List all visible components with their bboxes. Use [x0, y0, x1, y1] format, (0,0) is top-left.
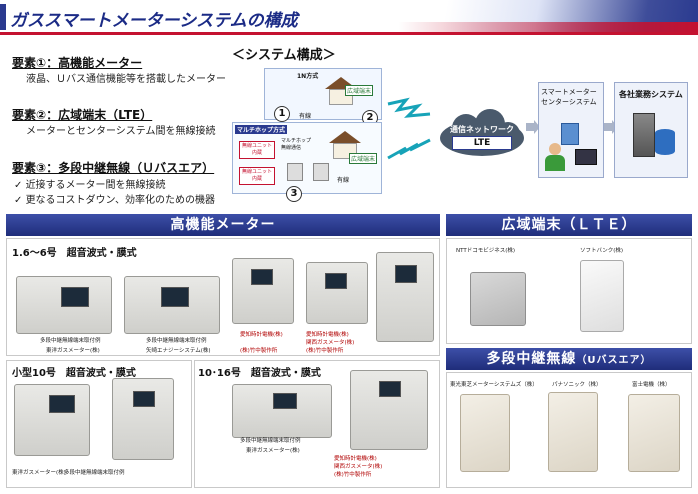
section-relay-header: 多段中継無線（Uバスエア） [446, 348, 692, 370]
relay-device-panasonic [548, 392, 598, 472]
caption-4c: (株)竹中製作所 [306, 348, 344, 354]
meter-yazaki-1 [124, 276, 220, 334]
server-icon [633, 113, 655, 157]
meter-10-16-1 [232, 384, 332, 438]
caption-3b: (株)竹中製作所 [240, 348, 278, 354]
caption-4b: 関西ガスメータ(株) [306, 340, 355, 346]
section-wide-header: 広域端末（ＬＴＥ） [446, 214, 692, 236]
element-2-description: メーターとセンターシステム間を無線接続 [26, 126, 216, 137]
caption-3a: 愛知時計電機(株) [240, 332, 283, 338]
relay-maker-1: 東光東芝メーターシステムズ（株） [450, 382, 538, 388]
lte-maker-2: ソフトバンク(株) [580, 248, 624, 254]
relay-device-toko [460, 394, 510, 472]
page-title: ガススマートメーターシステムの構成 [10, 11, 298, 31]
wired-label-1: 有線 [299, 113, 312, 120]
smart-meter-center-box: スマートメーター センターシステム [538, 82, 604, 178]
wired-label-2: 有線 [337, 177, 350, 184]
check-1-text: 近接するメーター間を無線接続 [25, 180, 166, 191]
caption-2b: 矢崎エナジーシステム(株) [146, 348, 211, 354]
meter-group-2-label: 小型10号 超音波式・膜式 [12, 368, 136, 379]
system-title: ＜システム構成＞ [232, 48, 336, 63]
relay-maker-3: 富士電機（株） [632, 382, 671, 388]
relay-maker-2: パナソニック（株） [552, 382, 602, 388]
title-underline [0, 32, 698, 35]
element-1-description: 液晶、Ｕバス通信機能等を搭載したメーター [26, 74, 226, 85]
title-bar: ガススマートメーターシステムの構成 [0, 0, 698, 34]
diagram-number-1: 1 [274, 106, 290, 122]
meter-group-1-label: 1.6～6号 超音波式・膜式 [12, 248, 137, 259]
relay-header-small: （Uバスエア） [576, 355, 652, 366]
house-icon-2 [329, 131, 361, 143]
meter-group-3-label: 10･16号 超音波式・膜式 [198, 368, 321, 379]
element-1-heading: 要素①：高機能メーター [12, 56, 143, 70]
meter-screen [49, 395, 75, 413]
caption-2a: 多段中継無線端末取付例 [146, 338, 207, 344]
wireless-signal-icon [387, 97, 431, 160]
network-label: 通信ネットワーク [450, 125, 514, 134]
element-3-heading: 要素③：多段中継無線（Ｕバスエア） [12, 161, 215, 175]
lte-terminal-softbank [580, 260, 624, 332]
relay-unit-1: 無線ユニット 内蔵 [239, 141, 275, 159]
smart-meter-center-label: スマートメーター センターシステム [541, 88, 597, 106]
arrow-icon-1 [526, 120, 540, 134]
wide-terminal-tag-2: 広域端末 [349, 153, 378, 164]
lte-label: LTE [452, 136, 512, 150]
element-3-check-2: ✓ 更なるコストダウン、効率化のための機器 [14, 195, 215, 206]
caption-7c: (株)竹中製作所 [334, 472, 372, 478]
diagram-multihop-label: マルチホップ方式 [235, 125, 288, 134]
check-2-text: 更なるコストダウン、効率化のための機器 [25, 195, 215, 206]
caption-7a: 愛知時計電機(株) [334, 456, 377, 462]
person-icon [549, 143, 561, 155]
caption-5a: 東洋ガスメーター(株) [12, 470, 66, 476]
element-3-check-1: ✓ 近接するメーター間を無線接続 [14, 180, 166, 191]
caption-1a: 多段中継無線端末取付例 [40, 338, 101, 344]
meter-screen [251, 269, 273, 285]
relay-unit-2: 無線ユニット 内蔵 [239, 167, 275, 185]
meter-screen [161, 287, 189, 307]
caption-6b: 東洋ガスメーター(株) [246, 448, 300, 454]
monitor-icon [575, 149, 597, 165]
diagram-1n-label: 1N方式 [297, 73, 319, 80]
diagram-multihop-box: マルチホップ方式 無線ユニット 内蔵 無線ユニット 内蔵 マルチホップ 無線通信… [232, 122, 382, 194]
meter-block-1 [287, 163, 303, 181]
meter-large-1 [376, 252, 434, 342]
meter-small10-2 [112, 378, 174, 460]
multihop-label: マルチホップ 無線通信 [281, 138, 312, 151]
meter-block-2 [313, 163, 329, 181]
meter-aichi-1 [232, 258, 294, 324]
meter-screen [273, 393, 297, 409]
caption-7b: 関西ガスメータ(株) [334, 464, 383, 470]
business-system-label: 各社業務システム [619, 90, 683, 99]
meter-toyo-1 [16, 276, 112, 334]
relay-header-text: 多段中継無線 [486, 351, 577, 367]
caption-6a: 多段中継無線端末取付例 [240, 438, 301, 444]
caption-4a: 愛知時計電機(株) [306, 332, 349, 338]
caption-1b: 東洋ガスメーター(株) [46, 348, 100, 354]
lte-terminal-docomo [470, 272, 526, 326]
person-body [545, 155, 565, 171]
element-2-heading: 要素②：広域端末（LTE） [12, 108, 153, 122]
meter-screen [133, 391, 155, 407]
meter-screen [395, 265, 417, 283]
diagram-number-3: 3 [286, 186, 302, 202]
meter-screen [61, 287, 89, 307]
meter-aichi-2 [306, 262, 368, 324]
wide-terminal-tag-1: 広域端末 [345, 85, 374, 96]
caption-5b: 多段中継無線端末取付例 [64, 470, 125, 476]
meter-screen [325, 273, 347, 289]
relay-device-fuji [628, 394, 680, 472]
title-accent [0, 4, 6, 30]
meter-10-16-2 [350, 370, 428, 450]
building-icon [561, 123, 579, 145]
meter-toyo-small10 [14, 384, 90, 456]
lte-maker-1: NTTドコモビジネス(株) [456, 248, 516, 254]
title-wave-red-decoration [398, 22, 698, 32]
business-system-box: 各社業務システム [614, 82, 688, 178]
database-icon [655, 129, 675, 155]
meter-screen [379, 381, 401, 397]
section-meter-header: 高機能メーター [6, 214, 440, 236]
